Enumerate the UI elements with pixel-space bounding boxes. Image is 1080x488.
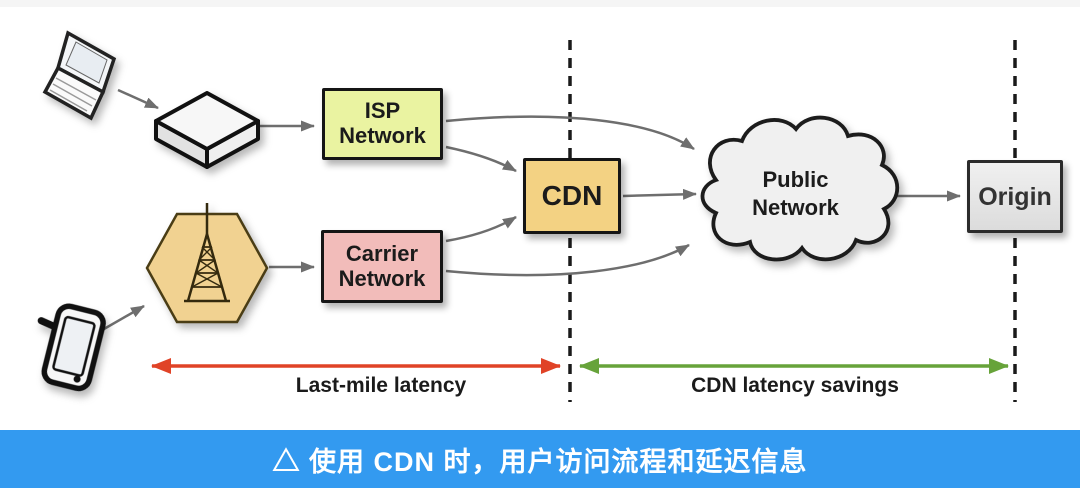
origin-node: Origin — [967, 160, 1063, 233]
public-label-line2: Network — [752, 194, 839, 220]
public-network-cloud — [700, 115, 899, 262]
cdn-flow-diagram — [37, 30, 1017, 402]
arrow-carrier-to-cloud — [445, 243, 690, 277]
isp-label-line2: Network — [339, 123, 426, 148]
laptop-icon — [42, 30, 117, 121]
isp-label-line1: ISP — [364, 98, 401, 124]
carrier-network-node: Carrier Network — [321, 230, 443, 303]
cell-tower-hexagon — [145, 203, 269, 324]
mobile-phone-icon — [37, 303, 106, 392]
arrow-carrier-to-cdn — [445, 215, 517, 243]
public-label-line1: Public — [762, 167, 829, 192]
cdn-label: CDN — [541, 180, 603, 212]
cdn-latency-savings-label: CDN latency savings — [691, 374, 899, 397]
origin-label: Origin — [978, 182, 1052, 211]
isp-network-node: ISP Network — [322, 88, 443, 160]
cell-tower-icon — [184, 203, 230, 303]
carrier-label-line2: Network — [338, 265, 426, 291]
public-network-label: Public Network — [713, 166, 878, 221]
arrow-isp-to-cloud — [445, 115, 695, 151]
flow-arrows — [96, 88, 961, 335]
arrow-cdn-to-cloud — [622, 188, 697, 200]
arrow-laptop-to-switch — [117, 88, 159, 110]
caption-bar: △ 使用 CDN 时，用户访问流程和延迟信息 — [0, 430, 1080, 488]
network-switch-icon — [154, 91, 260, 169]
carrier-label-line1: Carrier — [345, 240, 419, 266]
last-mile-latency-label: Last-mile latency — [295, 374, 467, 397]
cdn-node: CDN — [523, 158, 621, 234]
caption-text: △ 使用 CDN 时，用户访问流程和延迟信息 — [272, 446, 808, 477]
arrow-isp-to-cdn — [445, 145, 517, 173]
